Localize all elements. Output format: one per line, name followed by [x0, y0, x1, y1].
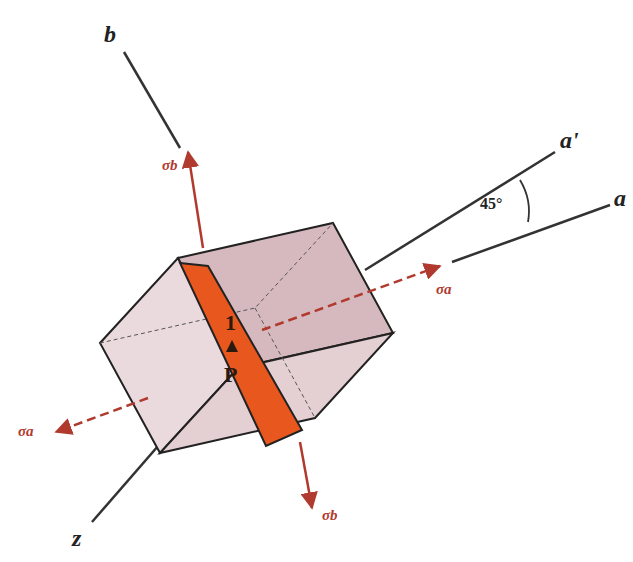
inclined-plane: [180, 263, 302, 446]
angle-arc: [520, 180, 529, 222]
stress-arrow: [56, 398, 148, 432]
b-axis: [124, 52, 180, 148]
stress-arrow: [262, 266, 440, 330]
stress-label: σb: [322, 508, 338, 523]
angle-label: 45°: [480, 196, 502, 212]
a-prime-axis: [365, 152, 555, 270]
axis-label: b: [104, 22, 116, 46]
axis-label: a': [560, 128, 579, 152]
plane-arrow: [226, 340, 238, 352]
stress-label: σa: [436, 282, 452, 297]
axis-label: a: [614, 186, 626, 210]
axis-label: z: [72, 526, 81, 550]
stress-label: σa: [18, 424, 34, 439]
plane-label: 1: [225, 312, 236, 334]
stress-label: σb: [162, 158, 178, 173]
stress-arrow: [300, 442, 312, 508]
plane-label: P: [224, 364, 237, 386]
a-axis: [452, 205, 610, 262]
stress-arrow: [188, 152, 203, 248]
